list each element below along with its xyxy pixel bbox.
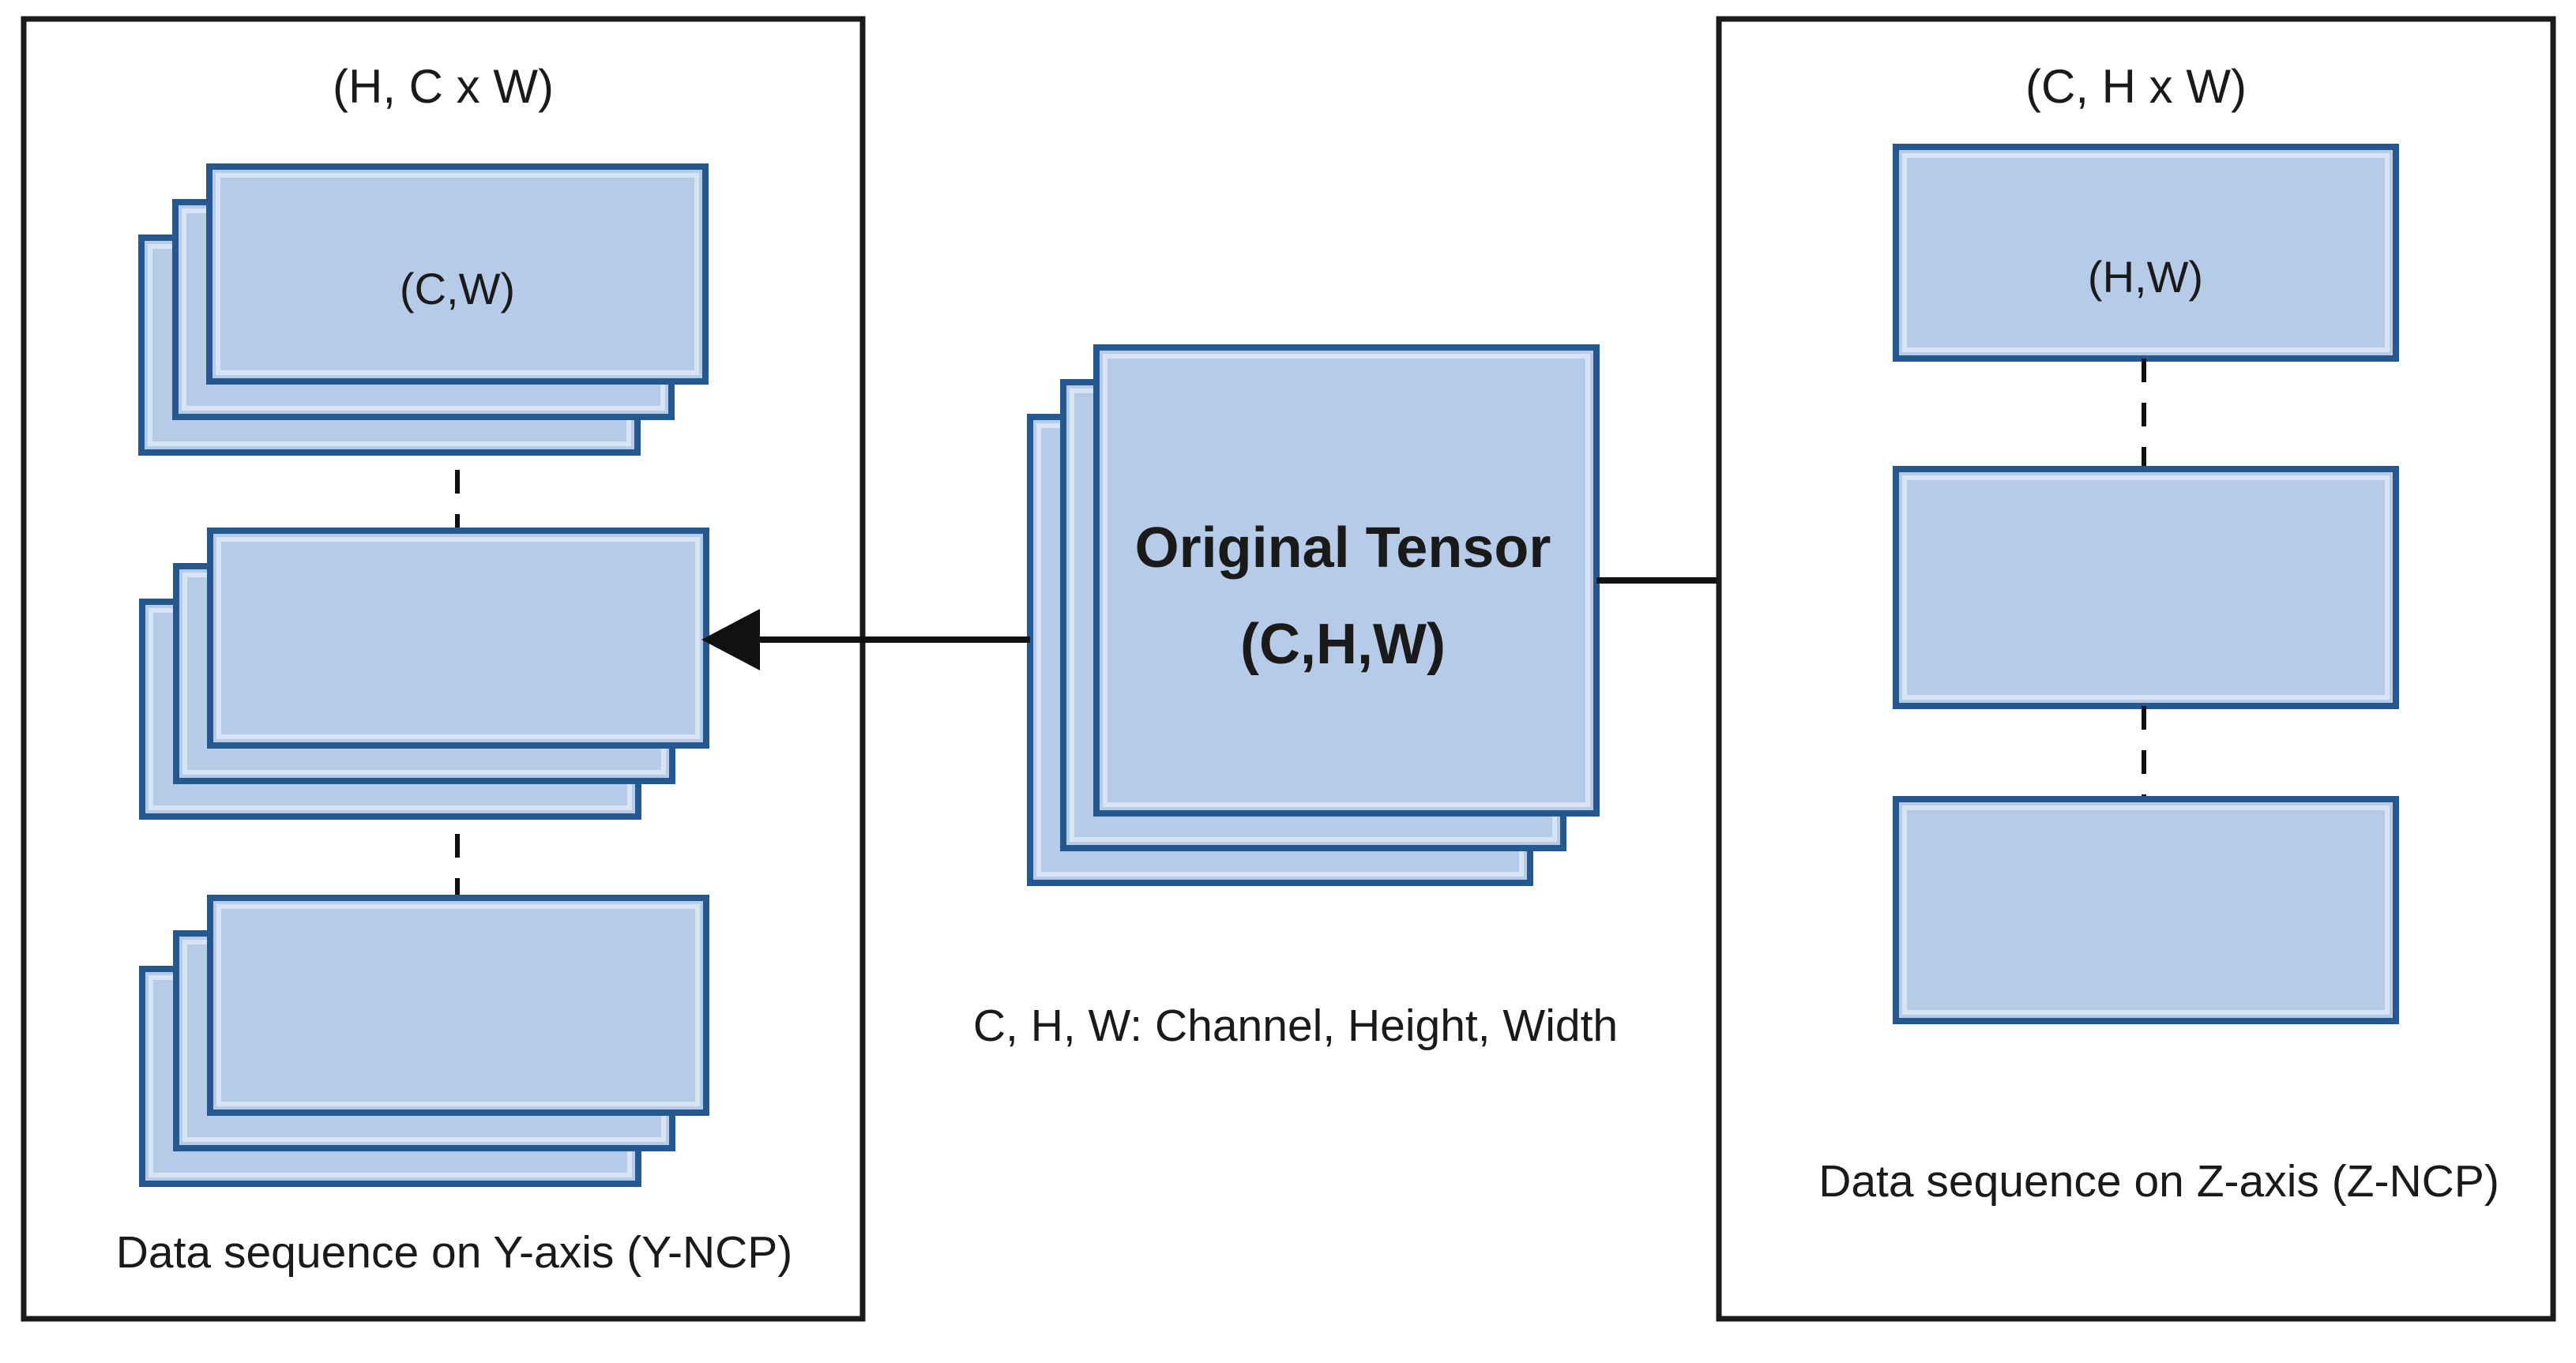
y-stack-1: (C,W): [138, 163, 709, 456]
left-panel: (H, C x W) (C,W): [21, 16, 866, 1322]
z-box-1-highlight: [1902, 153, 2390, 352]
left-panel-caption: Data sequence on Y-axis (Y-NCP): [116, 1227, 793, 1278]
z-box-1: [1893, 144, 2399, 362]
z-box-2-highlight: [1902, 475, 2390, 700]
tensor-label-line1: Original Tensor: [1135, 516, 1551, 580]
y-stack-3: [139, 895, 709, 1187]
stack-front-highlight: [1103, 354, 1590, 807]
stack-front: [206, 163, 709, 385]
z-box-2: [1893, 466, 2399, 709]
center-tensor: Original Tensor (C,H,W) C, H, W: Channel…: [973, 344, 1618, 1051]
slice-label: (H,W): [2088, 252, 2203, 302]
stack-front-highlight: [216, 904, 700, 1106]
stack-front: [207, 895, 709, 1116]
slice-label: (C,W): [400, 264, 515, 314]
z-box-3-highlight: [1902, 805, 2390, 1015]
z-box-3: [1893, 796, 2399, 1024]
arrowhead-left: [701, 609, 760, 670]
right-panel: (C, H x W) (H,W) Data sequence on Z-axis…: [1716, 16, 2556, 1322]
tensor-label-line2: (C,H,W): [1240, 613, 1446, 676]
right-panel-title: (C, H x W): [2025, 60, 2247, 113]
stack-front: [1093, 344, 1600, 817]
stack-front-highlight: [216, 173, 699, 375]
arrow-to-left: [701, 609, 1030, 670]
right-panel-caption: Data sequence on Z-axis (Z-NCP): [1818, 1156, 2499, 1207]
left-panel-title: (H, C x W): [333, 60, 554, 113]
y-stack-2: [139, 528, 709, 820]
tensor-stack: Original Tensor (C,H,W): [1027, 344, 1600, 886]
stack-front: [207, 528, 709, 749]
stack-front-highlight: [216, 537, 700, 739]
dimension-legend: C, H, W: Channel, Height, Width: [973, 1001, 1618, 1051]
